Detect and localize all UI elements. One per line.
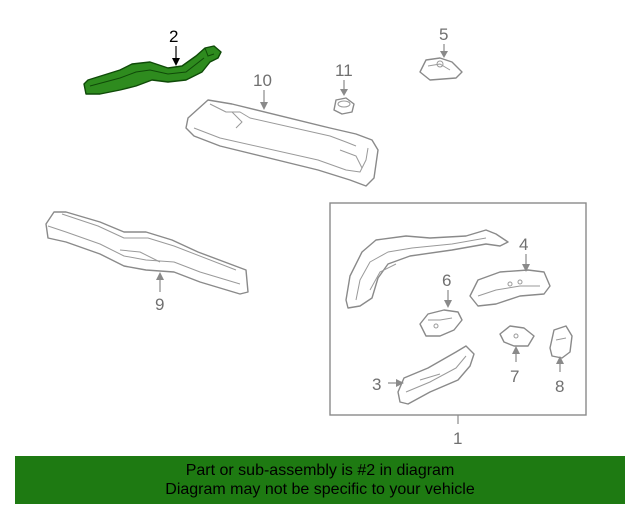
callout-6[interactable]: 6: [442, 271, 451, 290]
callout-3[interactable]: 3: [372, 375, 381, 394]
leader-9: [156, 272, 164, 292]
leader-10: [260, 90, 268, 110]
assembly-box-1: [329, 202, 587, 416]
leader-8: [556, 356, 564, 372]
part-4-bracket[interactable]: [469, 269, 551, 307]
callout-2[interactable]: 2: [169, 27, 178, 46]
banner-line-1: Part or sub-assembly is #2 in diagram: [185, 462, 455, 479]
part-10-floor-rail[interactable]: [185, 99, 379, 187]
part-5-bracket[interactable]: [419, 57, 463, 81]
callout-9[interactable]: 9: [155, 295, 164, 314]
callout-11[interactable]: 11: [335, 61, 353, 80]
callout-1[interactable]: 1: [453, 429, 462, 448]
leader-3: [388, 379, 404, 387]
leader-4: [522, 254, 530, 272]
wheel-arch-inner: [345, 229, 509, 309]
leader-7: [512, 346, 520, 362]
part-3-rail[interactable]: [397, 345, 475, 405]
leader-2: [172, 46, 180, 66]
info-banner: Part or sub-assembly is #2 in diagram Di…: [15, 456, 625, 504]
callout-10[interactable]: 10: [253, 71, 272, 90]
callout-4[interactable]: 4: [519, 235, 528, 254]
callout-8[interactable]: 8: [555, 377, 564, 396]
part-11-nut[interactable]: [333, 97, 355, 115]
part-9-crossmember[interactable]: [45, 211, 249, 295]
leader-11: [340, 80, 348, 96]
banner-line-2: Diagram may not be specific to your vehi…: [165, 481, 475, 498]
callout-7[interactable]: 7: [510, 367, 519, 386]
part-8-bracket[interactable]: [549, 325, 573, 359]
callout-5[interactable]: 5: [439, 25, 448, 44]
leader-6: [444, 290, 452, 308]
part-7-bracket[interactable]: [499, 325, 535, 347]
leader-5: [440, 44, 448, 58]
part-6-bracket[interactable]: [419, 309, 463, 337]
part-2-rail[interactable]: [83, 45, 222, 95]
